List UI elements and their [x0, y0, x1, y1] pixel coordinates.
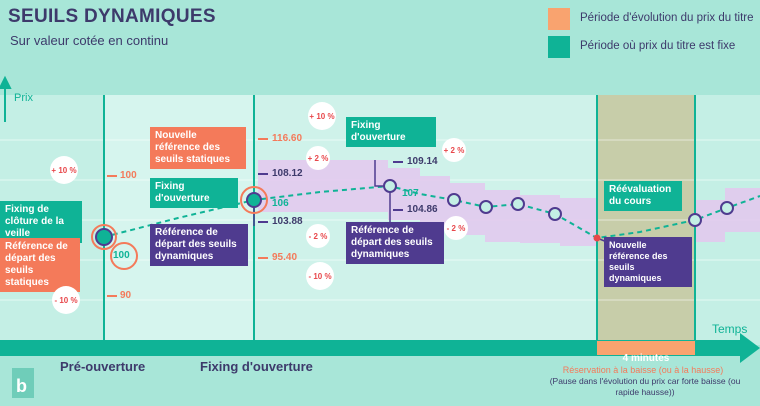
bubble-plus10-mid: + 10 %	[308, 102, 336, 130]
bubble-plus2-b: + 2 %	[442, 138, 466, 162]
logo-block	[12, 368, 34, 398]
marker-fixing-2	[383, 179, 397, 193]
bubble-minus10-left: - 10 %	[52, 286, 80, 314]
bubble-plus10-left: + 10 %	[50, 156, 78, 184]
dynamic-ticks	[258, 161, 403, 223]
threshold-ticks	[107, 138, 268, 297]
y-axis-label: Prix	[14, 92, 33, 104]
reservation-minutes: 4 minutes	[622, 353, 670, 364]
value-109: 109.14	[407, 156, 438, 167]
bubble-minus2-b: - 2 %	[444, 216, 468, 240]
box-ref-dynamiques-1: Référence de départ des seuils dynamique…	[150, 224, 248, 266]
marker-step-3	[511, 197, 525, 211]
phase-label-fixing: Fixing d'ouverture	[200, 359, 313, 374]
reservation-title: Réservation à la baisse (ou à la hausse)	[562, 365, 724, 375]
value-100: 100	[113, 250, 130, 261]
marker-cloture	[95, 228, 113, 246]
logo-glyph: b	[16, 376, 27, 396]
legend-label-fixe: Période où prix du titre est fixe	[580, 40, 736, 52]
x-axis-arrow	[0, 333, 760, 363]
marker-step-1	[447, 193, 461, 207]
value-107: 107	[402, 188, 419, 199]
marker-reevaluation	[688, 213, 702, 227]
legend-swatch-evolution	[548, 8, 570, 30]
bubble-minus2-a: - 2 %	[306, 224, 330, 248]
bubble-minus10-mid: - 10 %	[306, 262, 334, 290]
x-axis-label: Temps	[712, 322, 748, 336]
marker-fixing-1	[246, 192, 262, 208]
value-103: 103.88	[272, 216, 303, 227]
marker-100-ring	[110, 242, 138, 270]
value-100-top: 100	[120, 170, 137, 181]
box-nouvelle-ref-dynamiques: Nouvelle référence des seuils dynamiques	[604, 237, 692, 287]
bubble-plus2-a: + 2 %	[306, 146, 330, 170]
marker-step-2	[479, 200, 493, 214]
value-90: 90	[120, 290, 132, 301]
reservation-pause-note: (Pause dans l'évolution du prix car fort…	[549, 376, 741, 397]
box-ref-dynamiques-2: Référence de départ des seuils dynamique…	[346, 222, 444, 264]
legend-label-evolution: Période d'évolution du prix du titre	[580, 12, 754, 24]
value-108: 108.12	[272, 168, 303, 179]
value-104: 104.86	[407, 204, 438, 215]
value-116: 116.60	[272, 133, 303, 144]
box-fixing-ouverture-2: Fixing d'ouverture	[346, 117, 436, 147]
page-subtitle: Sur valeur cotée en continu	[10, 33, 169, 48]
marker-step-4	[548, 207, 562, 221]
box-ref-statiques-left: Référence de départ des seuils statiques	[0, 238, 80, 292]
value-95: 95.40	[272, 252, 298, 263]
marker-cloture-ring	[91, 224, 117, 250]
y-axis-arrow	[0, 75, 12, 122]
legend-swatch-fixe	[548, 36, 570, 58]
marker-step-5	[720, 201, 734, 215]
marker-fixing-1-ring	[240, 186, 268, 214]
marker-reservation	[593, 234, 601, 242]
reservation-time-segment	[597, 341, 695, 355]
value-106: 106	[272, 198, 289, 209]
phase-label-pre-ouverture: Pré-ouverture	[60, 359, 146, 374]
box-nouvelle-ref-statiques: Nouvelle référence des seuils statiques	[150, 127, 246, 169]
box-fixing-ouverture-1: Fixing d'ouverture	[150, 178, 238, 208]
page-title: SEUILS DYNAMIQUES	[8, 6, 216, 27]
box-fixing-cloture: Fixing de clôture de la veille	[0, 201, 82, 243]
gridlines	[0, 139, 760, 301]
box-reevaluation: Réévaluation du cours	[604, 181, 682, 211]
